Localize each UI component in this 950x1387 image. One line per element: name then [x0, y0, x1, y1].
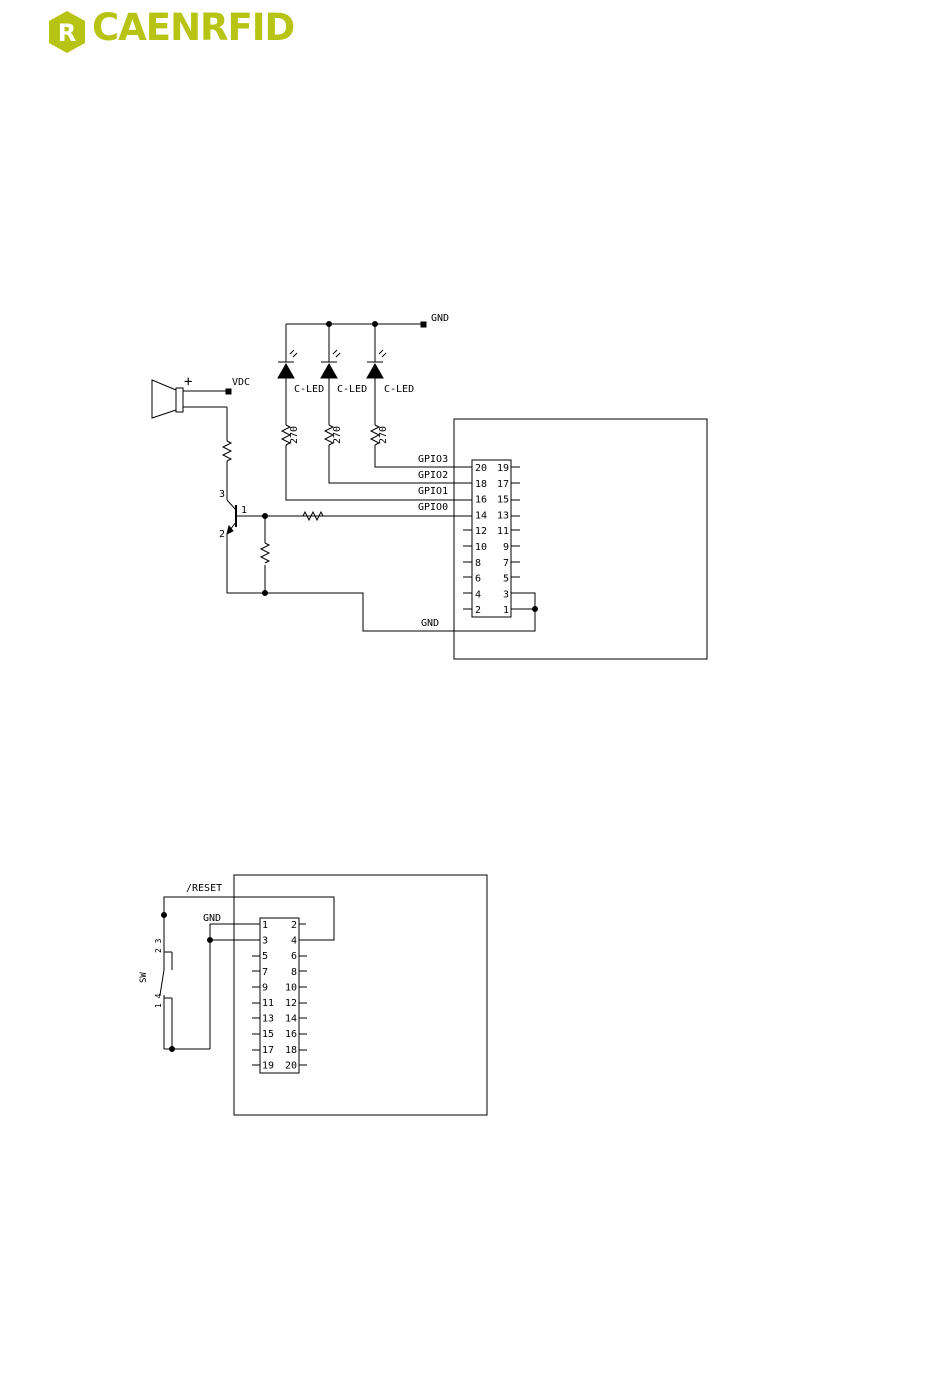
- transistor-pin-3: 3: [219, 489, 225, 500]
- gpio2-label: GPIO2: [418, 470, 448, 481]
- resistor-pulldown: [261, 543, 269, 563]
- connector2-pin-19: 19: [262, 1060, 274, 1071]
- led-label-2: C-LED: [337, 384, 367, 395]
- connector2-pin-7: 7: [262, 967, 268, 978]
- connector2-pin-11: 11: [262, 998, 274, 1009]
- connector-right-pins: 19 17 15 13 11 9 7 5 3 1: [497, 463, 509, 616]
- connector-pin-15: 15: [497, 495, 509, 506]
- connector2-pin-3: 3: [262, 936, 268, 947]
- connector-left-pins: 20 18 16 14 12 10 8 6 4 2: [475, 463, 487, 616]
- reset-label: /RESET: [186, 883, 222, 894]
- resistor-value-2: 270: [332, 426, 343, 444]
- connector2-pin-14: 14: [285, 1014, 297, 1025]
- connector2-pin-6: 6: [291, 951, 297, 962]
- connector2-pin-18: 18: [285, 1045, 297, 1056]
- connector-pin-16: 16: [475, 495, 487, 506]
- resistor-collector: [223, 441, 231, 461]
- gnd-top-label: GND: [431, 313, 449, 324]
- connector2-pin-10: 10: [285, 982, 297, 993]
- connector-pin-5: 5: [503, 574, 509, 585]
- transistor-pin-2: 2: [219, 529, 225, 540]
- reset-switch-icon: [160, 915, 172, 1049]
- connector2-pin-9: 9: [262, 982, 268, 993]
- connector2-pin-13: 13: [262, 1014, 274, 1025]
- connector2-pin-12: 12: [285, 998, 297, 1009]
- resistor-value-3: 270: [378, 426, 389, 444]
- gpio0-label: GPIO0: [418, 502, 448, 513]
- connector2-pin-1: 1: [262, 920, 268, 931]
- vdc-label: VDC: [232, 377, 250, 388]
- gnd-label-2: GND: [203, 913, 221, 924]
- gpio1-label: GPIO1: [418, 486, 448, 497]
- connector-pin-20: 20: [475, 463, 487, 474]
- connector-pin-14: 14: [475, 510, 487, 521]
- module-box: [454, 419, 707, 659]
- gnd-bottom-label: GND: [421, 618, 439, 629]
- connector-pin-6: 6: [475, 574, 481, 585]
- connector-pin-13: 13: [497, 510, 509, 521]
- led-label-1: C-LED: [294, 384, 324, 395]
- gnd-terminal: [421, 322, 426, 327]
- connector-pin-18: 18: [475, 479, 487, 490]
- module-box-2: [234, 875, 487, 1115]
- led-label-3: C-LED: [384, 384, 414, 395]
- connector2-pin-17: 17: [262, 1045, 274, 1056]
- switch-label: SW: [139, 972, 149, 983]
- connector-pin-17: 17: [497, 479, 509, 490]
- connector2-pin-4: 4: [291, 936, 297, 947]
- connector-pin-19: 19: [497, 463, 509, 474]
- connector2-pin-20: 20: [285, 1060, 297, 1071]
- diagram-reset-switch: [160, 875, 487, 1115]
- switch-pins-bottom: 1 4: [154, 993, 163, 1008]
- resistor-value-1: 270: [289, 426, 300, 444]
- connector-pin-3: 3: [503, 589, 509, 600]
- connector-pin-7: 7: [503, 558, 509, 569]
- gpio3-label: GPIO3: [418, 454, 448, 465]
- connector2-pin-2: 2: [291, 920, 297, 931]
- connector-pin-1: 1: [503, 605, 509, 616]
- connector-pin-12: 12: [475, 526, 487, 537]
- connector2-pin-5: 5: [262, 951, 268, 962]
- switch-pins-top: 2 3: [154, 938, 163, 953]
- connector2-pin-15: 15: [262, 1029, 274, 1040]
- connector2-pin-16: 16: [285, 1029, 297, 1040]
- connector-pin-4: 4: [475, 589, 481, 600]
- connector-pin-10: 10: [475, 542, 487, 553]
- connector2-right-pins: 2 4 6 8 10 12 14 16 18 20: [285, 920, 297, 1071]
- connector-pin-2: 2: [475, 605, 481, 616]
- transistor-pin-1: 1: [241, 505, 247, 516]
- connector2-pin-8: 8: [291, 967, 297, 978]
- plus-label: +: [184, 374, 192, 390]
- connector-pin-9: 9: [503, 542, 509, 553]
- connector-pin-11: 11: [497, 526, 509, 537]
- connector-pin-8: 8: [475, 558, 481, 569]
